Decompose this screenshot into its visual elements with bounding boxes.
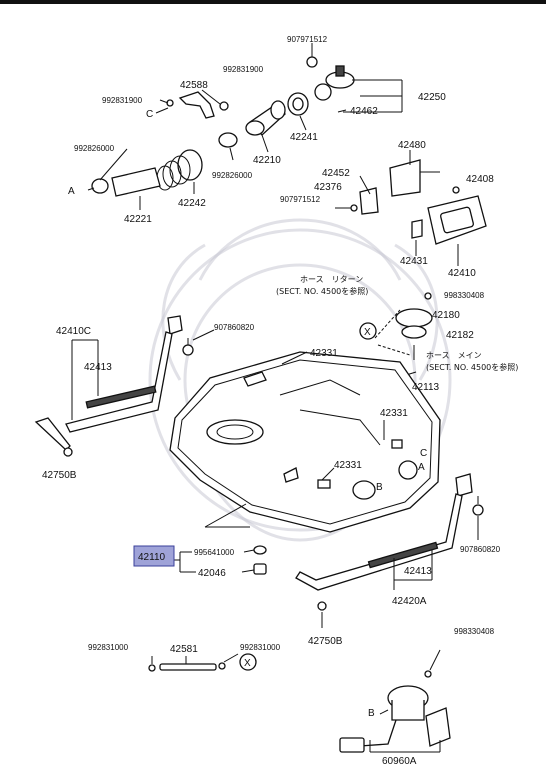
highlight-box-42110 bbox=[133, 545, 175, 567]
label-42413-right: 42413 bbox=[404, 566, 432, 577]
label-42480: 42480 bbox=[398, 140, 426, 151]
label-42113: 42113 bbox=[412, 382, 440, 393]
label-907860820-a: 907860820 bbox=[214, 323, 255, 332]
bottom-hose-group bbox=[148, 653, 239, 672]
label-42180: 42180 bbox=[432, 310, 460, 321]
label-main-hose: ホース メイン bbox=[426, 351, 482, 360]
label-60960a: 60960A bbox=[382, 756, 417, 767]
label-42376: 42376 bbox=[314, 182, 342, 193]
label-995641000: 995641000 bbox=[194, 548, 235, 557]
label-x-mid: X bbox=[364, 327, 371, 338]
label-42110: 42110 bbox=[138, 552, 166, 563]
label-c-tank: C bbox=[420, 448, 427, 459]
label-42331-b: 42331 bbox=[380, 408, 408, 419]
label-42420a: 42420A bbox=[392, 596, 427, 607]
label-x-bottom: X bbox=[244, 658, 251, 669]
label-c-top: C bbox=[146, 109, 153, 120]
label-return-hose: ホース リターン bbox=[300, 275, 363, 284]
bottom-pump-group bbox=[339, 649, 451, 753]
leader-lines bbox=[87, 43, 459, 266]
callout-x-mid-circle bbox=[359, 322, 377, 340]
label-b-tank: B bbox=[376, 482, 383, 493]
label-992826000-b: 992826000 bbox=[212, 171, 253, 180]
label-42750b-right: 42750B bbox=[308, 636, 343, 647]
label-a-left: A bbox=[68, 186, 75, 197]
label-907971512-top: 907971512 bbox=[287, 35, 328, 44]
label-42750b-left: 42750B bbox=[42, 470, 77, 481]
label-42331-c: 42331 bbox=[334, 460, 362, 471]
label-992831900-b: 992831900 bbox=[102, 96, 143, 105]
label-42242: 42242 bbox=[178, 198, 206, 209]
label-992831000-a: 992831000 bbox=[88, 643, 129, 652]
label-992826000-a: 992826000 bbox=[74, 144, 115, 153]
part-labels: 907971512 42588 992831900 992831900 C 42… bbox=[42, 35, 518, 767]
label-42410: 42410 bbox=[448, 268, 476, 279]
watermark-emblem bbox=[148, 218, 452, 542]
label-998330408-b: 998330408 bbox=[454, 627, 495, 636]
label-42046: 42046 bbox=[198, 568, 226, 579]
label-a-tank: A bbox=[418, 462, 425, 473]
label-907971512-mid: 907971512 bbox=[280, 195, 321, 204]
strap-right bbox=[295, 473, 484, 628]
label-42581: 42581 bbox=[170, 644, 198, 655]
label-b-bottom: B bbox=[368, 708, 375, 719]
label-42452: 42452 bbox=[322, 168, 350, 179]
label-42431: 42431 bbox=[400, 256, 428, 267]
label-42331-a: 42331 bbox=[310, 348, 338, 359]
label-907860820-b: 907860820 bbox=[460, 545, 501, 554]
label-42408: 42408 bbox=[466, 174, 494, 185]
label-42413-left: 42413 bbox=[84, 362, 112, 373]
label-42182: 42182 bbox=[446, 330, 474, 341]
label-42462: 42462 bbox=[350, 106, 378, 117]
label-992831000-b: 992831000 bbox=[240, 643, 281, 652]
label-main-sect: (SECT. NO. 4500を参照) bbox=[426, 362, 518, 372]
sender-cover-group bbox=[335, 159, 487, 245]
label-42210: 42210 bbox=[253, 155, 281, 166]
top-border bbox=[0, 0, 546, 4]
label-return-sect: (SECT. NO. 4500を参照) bbox=[276, 286, 368, 296]
label-998330408-a: 998330408 bbox=[444, 291, 485, 300]
label-42221: 42221 bbox=[124, 214, 152, 225]
label-42250: 42250 bbox=[418, 92, 446, 103]
label-42241: 42241 bbox=[290, 132, 318, 143]
callout-x-bottom-circle bbox=[239, 653, 257, 671]
strap-left bbox=[34, 315, 215, 457]
filler-neck-group bbox=[91, 48, 403, 197]
label-992831900-a: 992831900 bbox=[223, 65, 264, 74]
fuel-tank-body bbox=[169, 351, 441, 533]
label-42588: 42588 bbox=[180, 80, 208, 91]
drain-plug-group bbox=[174, 545, 267, 575]
label-42410c: 42410C bbox=[56, 326, 91, 337]
